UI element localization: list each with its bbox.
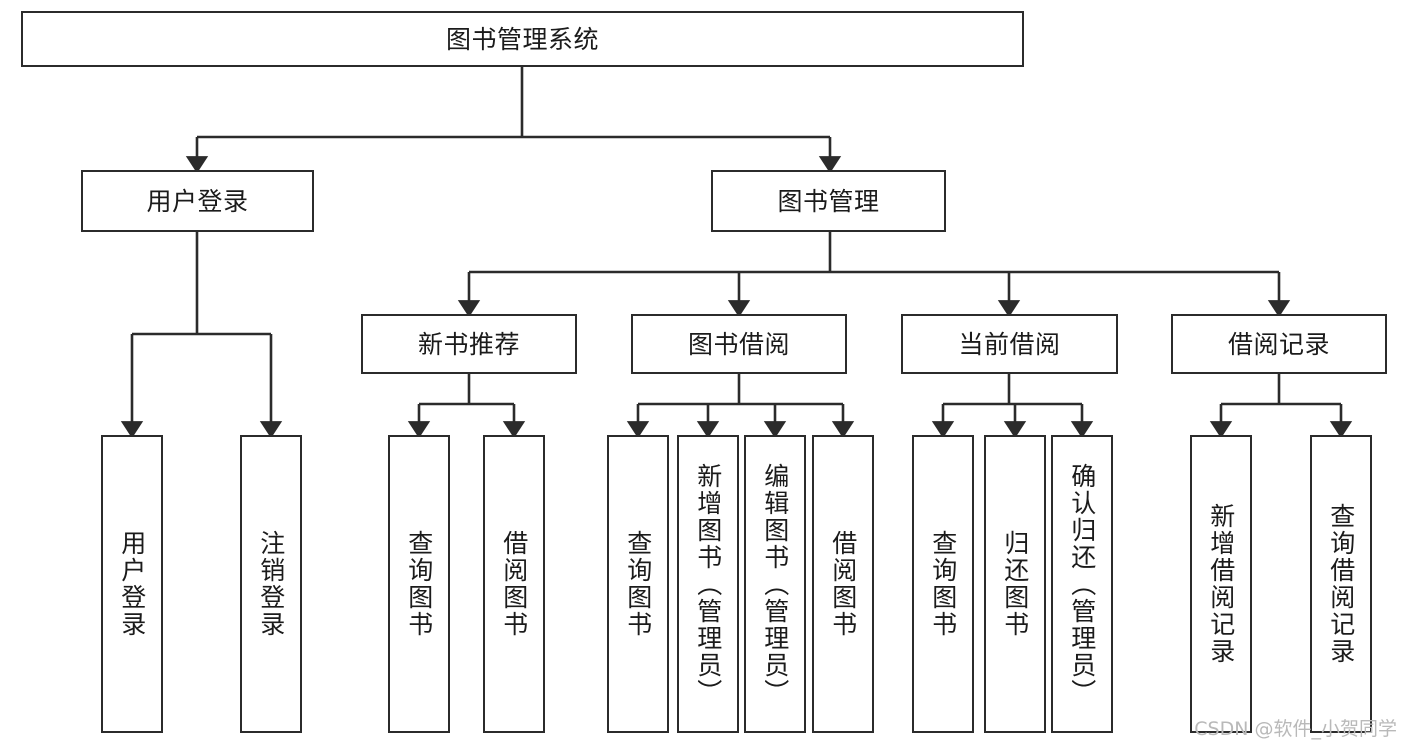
leaf-borrow-query-book[interactable]: 查询图书 xyxy=(607,435,669,733)
leaf-newbook-query-book[interactable]: 查询图书 xyxy=(388,435,450,733)
leaf-newbook-borrow-book[interactable]: 借阅图书 xyxy=(483,435,545,733)
node-label: 注销登录 xyxy=(256,530,286,638)
node-label: 新增借阅记录 xyxy=(1206,503,1236,665)
leaf-current-return-book[interactable]: 归还图书 xyxy=(984,435,1046,733)
node-label: 查询图书 xyxy=(928,530,958,638)
node-label: 确认归还（管理员） xyxy=(1067,462,1097,706)
node-label: 查询图书 xyxy=(404,530,434,638)
node-book-borrow[interactable]: 图书借阅 xyxy=(631,314,847,374)
node-label: 图书管理 xyxy=(777,186,880,216)
node-label: 查询借阅记录 xyxy=(1326,503,1356,665)
node-label: 查询图书 xyxy=(623,530,653,638)
node-new-book-recommend[interactable]: 新书推荐 xyxy=(361,314,577,374)
node-label: 借阅图书 xyxy=(828,530,858,638)
node-label: 借阅记录 xyxy=(1227,329,1330,359)
node-label: 借阅图书 xyxy=(499,530,529,638)
node-label: 编辑图书（管理员） xyxy=(760,462,790,706)
node-label: 用户登录 xyxy=(146,186,249,216)
edge-user-to-leaves xyxy=(120,232,283,439)
node-label: 图书借阅 xyxy=(687,329,790,359)
edge-book-to-level3 xyxy=(457,232,1291,318)
edge-borrow-to-leaves xyxy=(626,374,855,439)
node-root-system[interactable]: 图书管理系统 xyxy=(21,11,1024,67)
watermark: CSDN @软件_小贺同学 xyxy=(1194,718,1397,740)
edge-root-to-level2 xyxy=(185,67,842,174)
node-current-borrow[interactable]: 当前借阅 xyxy=(901,314,1118,374)
node-label: 图书管理系统 xyxy=(445,24,599,54)
node-label: 新书推荐 xyxy=(417,329,520,359)
leaf-current-query-book[interactable]: 查询图书 xyxy=(912,435,974,733)
leaf-current-confirm-return-admin[interactable]: 确认归还（管理员） xyxy=(1051,435,1113,733)
leaf-borrow-add-book-admin[interactable]: 新增图书（管理员） xyxy=(677,435,739,733)
node-borrow-record[interactable]: 借阅记录 xyxy=(1171,314,1387,374)
edge-current-to-leaves xyxy=(931,374,1094,439)
node-label: 归还图书 xyxy=(1000,530,1030,638)
node-book-management[interactable]: 图书管理 xyxy=(711,170,946,232)
edge-record-to-leaves xyxy=(1209,374,1353,439)
leaf-borrow-borrow-book[interactable]: 借阅图书 xyxy=(812,435,874,733)
leaf-user-logout[interactable]: 注销登录 xyxy=(240,435,302,733)
node-user-login[interactable]: 用户登录 xyxy=(81,170,314,232)
leaf-record-add-borrow-record[interactable]: 新增借阅记录 xyxy=(1190,435,1252,733)
leaf-user-login[interactable]: 用户登录 xyxy=(101,435,163,733)
node-label: 当前借阅 xyxy=(958,329,1061,359)
leaf-record-query-borrow-record[interactable]: 查询借阅记录 xyxy=(1310,435,1372,733)
leaf-borrow-edit-book-admin[interactable]: 编辑图书（管理员） xyxy=(744,435,806,733)
edge-newbook-to-leaves xyxy=(407,374,526,439)
node-label: 用户登录 xyxy=(117,530,147,638)
node-label: 新增图书（管理员） xyxy=(693,462,723,706)
